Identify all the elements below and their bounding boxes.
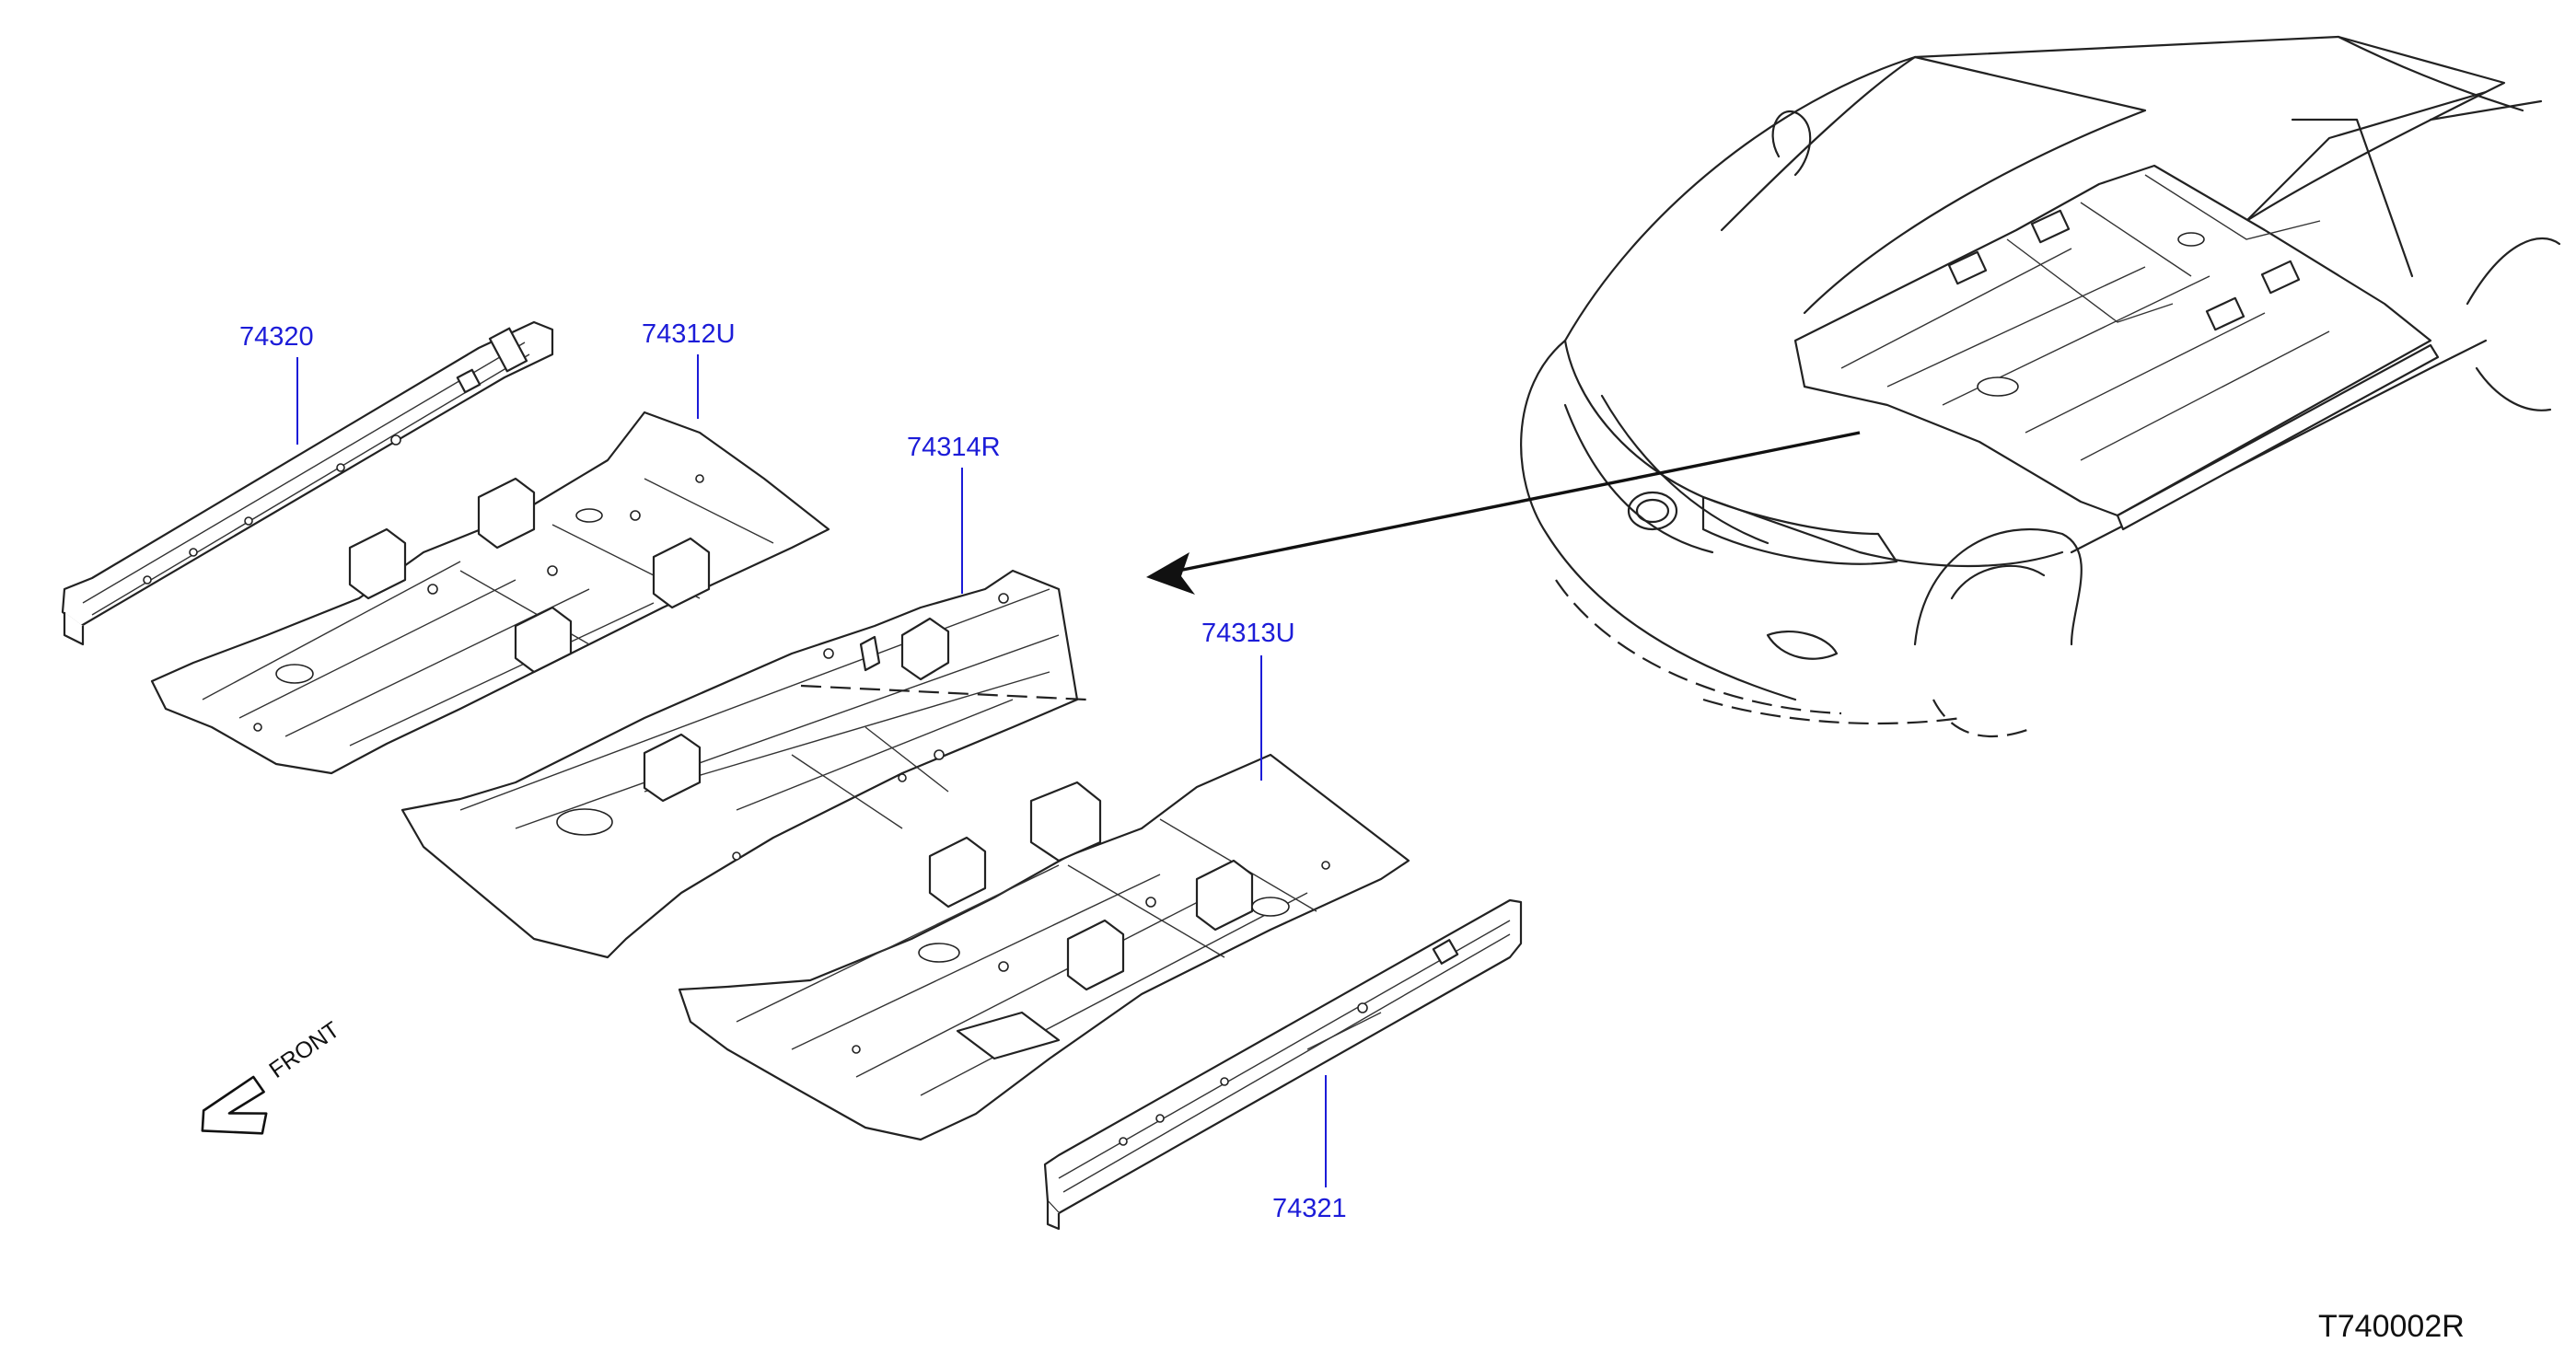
part-74320-side-sill-left: [61, 320, 554, 646]
callout-74321: 74321: [1272, 1194, 1347, 1223]
front-indicator: FRONT: [201, 1017, 344, 1135]
callout-74313U: 74313U: [1201, 619, 1295, 648]
callout-74314R: 74314R: [907, 433, 1001, 462]
callout-74320: 74320: [239, 322, 314, 352]
floor-assembly-in-vehicle: [1793, 164, 2440, 531]
arrow-down-left-icon: [201, 1075, 268, 1135]
diagram-reference-code: T740002R: [2318, 1309, 2465, 1344]
callout-74312U: 74312U: [642, 319, 736, 349]
part-74313U-front-floor-lower: [678, 753, 1410, 1141]
part-74314R-center-floor-rear: [400, 569, 1087, 959]
front-label: FRONT: [264, 1017, 344, 1083]
part-74321-side-sill-right: [1043, 898, 1523, 1231]
part-74312U-front-floor-upper: [150, 411, 830, 775]
reference-arrow: [1146, 431, 1861, 595]
